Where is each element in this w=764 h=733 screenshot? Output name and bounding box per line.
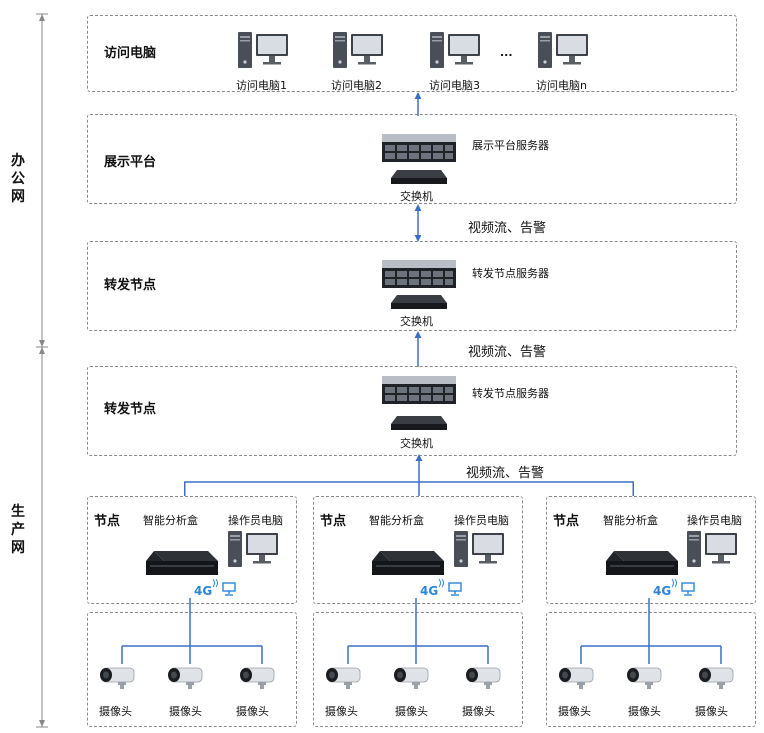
switch-icon xyxy=(391,295,447,309)
tier-forward-prod-title: 转发节点 xyxy=(104,402,157,417)
forward-office-switch-label: 交换机 xyxy=(400,315,433,328)
4g-label: 4G xyxy=(194,584,213,598)
analysis-box-label: 智能分析盒 xyxy=(143,514,198,527)
server-icon xyxy=(382,260,456,288)
analysis-box-icon xyxy=(372,551,444,575)
camera-label: 摄像头 xyxy=(236,705,269,718)
tier-forward-production xyxy=(87,366,737,456)
camera-icon xyxy=(558,667,594,690)
operator-pc-label: 操作员电脑 xyxy=(687,514,742,527)
visit-pc-label: 访问电脑2 xyxy=(331,79,382,92)
camera-panel xyxy=(546,612,756,727)
node-panel xyxy=(87,496,297,604)
camera-icon xyxy=(698,667,734,690)
node-title: 节点 xyxy=(553,514,580,529)
signal-icon xyxy=(438,578,444,588)
pc-icon xyxy=(228,531,278,567)
display-switch-label: 交换机 xyxy=(400,190,433,203)
camera-label: 摄像头 xyxy=(169,705,202,718)
camera-wiring xyxy=(121,598,722,664)
forward-office-server-label: 转发节点服务器 xyxy=(472,267,549,280)
camera-icon xyxy=(626,667,662,690)
server-icon xyxy=(382,376,456,404)
display-server-label: 展示平台服务器 xyxy=(472,139,549,152)
tier-display-title: 展示平台 xyxy=(104,155,157,170)
side-axis xyxy=(36,13,48,728)
visit-pc-label: 访问电脑1 xyxy=(236,79,287,92)
network-icon xyxy=(448,582,462,596)
camera-label: 摄像头 xyxy=(558,705,591,718)
tier-display-platform xyxy=(87,114,737,204)
camera-icon xyxy=(393,667,429,690)
connector-arrow xyxy=(414,204,422,242)
visit-pc-ellipsis: ... xyxy=(500,46,513,59)
flow-label: 视频流、告警 xyxy=(468,221,547,236)
node-panel xyxy=(313,496,523,604)
forward-prod-server-label: 转发节点服务器 xyxy=(472,387,549,400)
analysis-box-icon xyxy=(146,551,218,575)
operator-pc-label: 操作员电脑 xyxy=(454,514,509,527)
camera-label: 摄像头 xyxy=(462,705,495,718)
visit-pc-label: 访问电脑3 xyxy=(429,79,480,92)
signal-icon xyxy=(671,578,677,588)
pc-icon xyxy=(430,32,480,68)
node-title: 节点 xyxy=(94,514,121,529)
camera-panel xyxy=(313,612,523,727)
connector-arrow xyxy=(414,92,422,116)
camera-label: 摄像头 xyxy=(628,705,661,718)
server-icon xyxy=(382,134,456,162)
switch-icon xyxy=(391,170,447,184)
pc-icon xyxy=(333,32,383,68)
camera-icon xyxy=(325,667,361,690)
tier-forward-office-title: 转发节点 xyxy=(104,278,157,293)
camera-label: 摄像头 xyxy=(325,705,358,718)
camera-label: 摄像头 xyxy=(395,705,428,718)
camera-label: 摄像头 xyxy=(99,705,132,718)
tier-visit-title: 访问电脑 xyxy=(104,46,157,61)
camera-panel xyxy=(87,612,297,727)
camera-icon xyxy=(167,667,203,690)
camera-icon xyxy=(99,667,135,690)
connector-arrow xyxy=(414,331,422,367)
visit-pc-label: 访问电脑n xyxy=(536,79,587,92)
pc-icon xyxy=(687,531,737,567)
4g-label: 4G xyxy=(420,584,439,598)
flow-label: 视频流、告警 xyxy=(468,345,547,360)
analysis-box-icon xyxy=(606,551,678,575)
operator-pc-label: 操作员电脑 xyxy=(228,514,283,527)
4g-label: 4G xyxy=(653,584,672,598)
tier-forward-office xyxy=(87,241,737,331)
node-connector xyxy=(184,454,634,496)
switch-icon xyxy=(391,416,447,430)
forward-prod-switch-label: 交换机 xyxy=(400,437,433,450)
network-icon xyxy=(681,582,695,596)
signal-icon xyxy=(212,578,218,588)
pc-icon xyxy=(538,32,588,68)
tier-visit-pc xyxy=(87,15,737,92)
camera-icon xyxy=(465,667,501,690)
pc-icon xyxy=(238,32,288,68)
side-label-office: 办公网 xyxy=(11,153,25,205)
side-label-production: 生产网 xyxy=(11,504,25,556)
flow-label: 视频流、告警 xyxy=(466,466,545,481)
node-title: 节点 xyxy=(320,514,347,529)
pc-icon xyxy=(454,531,504,567)
analysis-box-label: 智能分析盒 xyxy=(369,514,424,527)
node-panel xyxy=(546,496,756,604)
camera-icon xyxy=(239,667,275,690)
network-icon xyxy=(222,582,236,596)
camera-label: 摄像头 xyxy=(695,705,728,718)
analysis-box-label: 智能分析盒 xyxy=(603,514,658,527)
